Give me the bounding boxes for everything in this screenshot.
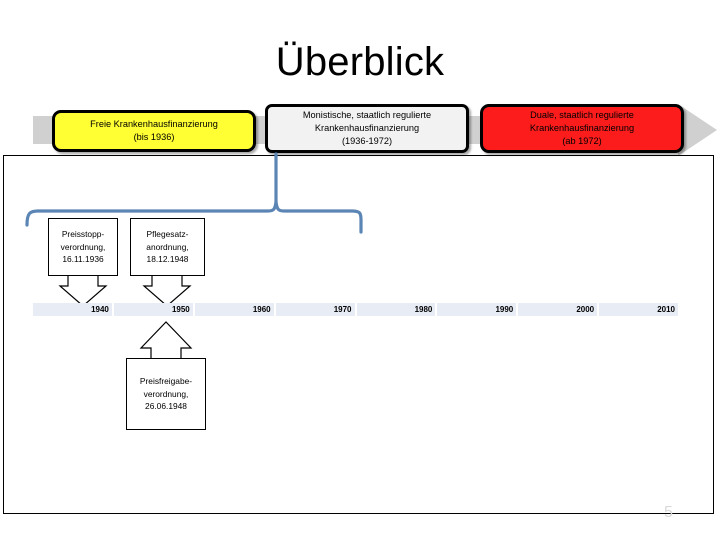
callout-preisstopp-line3: 16.11.1936 xyxy=(62,254,104,265)
phase-free-line1: Freie Krankenhausfinanzierung xyxy=(90,119,218,129)
callout-pflegesatzanordnung[interactable]: Pflegesatz- anordnung, 18.12.1948 xyxy=(130,218,205,307)
page-number: 5 xyxy=(664,504,673,521)
phase-box-monistic-text: Monistische, staatlich regulierte Kranke… xyxy=(303,109,431,148)
timeline-tick-1990: 1990 xyxy=(437,303,517,316)
phase-monistic-line2: Krankenhausfinanzierung xyxy=(314,123,420,133)
callout-preisfreigabe-body: Preisfreigabe- verordnung, 26.06.1948 xyxy=(126,358,206,430)
timeline-axis: 1940 1950 1960 1970 1980 1990 2000 2010 xyxy=(33,303,678,316)
callout-preisfreigabe-line3: 26.06.1948 xyxy=(145,401,187,412)
callout-pflegesatz-line1: Pflegesatz- xyxy=(146,229,189,240)
phase-box-free-krankenhausfinanzierung[interactable]: Freie Krankenhausfinanzierung (bis 1936) xyxy=(52,110,256,152)
page-title: Überblick xyxy=(275,40,445,84)
content-frame xyxy=(3,155,714,514)
timeline-tick-2000: 2000 xyxy=(518,303,598,316)
callout-preisfreigabeverordnung[interactable]: Preisfreigabe- verordnung, 26.06.1948 xyxy=(126,321,206,430)
callout-preisstopp-line2: verordnung, xyxy=(60,241,106,252)
phase-box-monistische-finanzierung[interactable]: Monistische, staatlich regulierte Kranke… xyxy=(265,104,469,153)
callout-preisfreigabe-line1: Preisfreigabe- xyxy=(139,376,193,387)
callout-preisfreigabe-line2: verordnung, xyxy=(143,388,189,399)
timeline-tick-1950: 1950 xyxy=(113,303,193,316)
timeline-tick-1960: 1960 xyxy=(194,303,274,316)
callout-preisstoppverordnung[interactable]: Preisstopp- verordnung, 16.11.1936 xyxy=(48,218,118,307)
callout-pflegesatz-body: Pflegesatz- anordnung, 18.12.1948 xyxy=(130,218,205,276)
timeline-tick-1970: 1970 xyxy=(275,303,355,316)
phase-monistic-line1: Monistische, staatlich regulierte xyxy=(302,110,432,120)
callout-preisfreigabe-text: Preisfreigabe- verordnung, 26.06.1948 xyxy=(140,375,192,413)
phase-box-dual-text: Duale, staatlich regulierte Krankenhausf… xyxy=(530,109,634,148)
phase-monistic-line3: (1936-1972) xyxy=(341,136,393,146)
callout-pflegesatz-text: Pflegesatz- anordnung, 18.12.1948 xyxy=(146,228,188,266)
timeline-tick-1980: 1980 xyxy=(356,303,436,316)
phase-free-line2: (bis 1936) xyxy=(133,132,175,142)
callout-preisstopp-body: Preisstopp- verordnung, 16.11.1936 xyxy=(48,218,118,276)
timeline-tick-2010: 2010 xyxy=(599,303,678,316)
phase-dual-line3: (ab 1972) xyxy=(562,136,602,146)
callout-preisfreigabe-tail xyxy=(139,321,193,360)
timeline-tick-1940: 1940 xyxy=(33,303,112,316)
callout-preisstopp-text: Preisstopp- verordnung, 16.11.1936 xyxy=(61,228,106,266)
callout-pflegesatz-line3: 18.12.1948 xyxy=(146,254,189,265)
phase-dual-line2: Krankenhausfinanzierung xyxy=(529,123,635,133)
callout-pflegesatz-line2: anordnung, xyxy=(146,241,189,252)
phase-box-duale-finanzierung[interactable]: Duale, staatlich regulierte Krankenhausf… xyxy=(480,104,684,153)
phase-dual-line1: Duale, staatlich regulierte xyxy=(530,110,634,120)
callout-preisstopp-line1: Preisstopp- xyxy=(61,229,105,240)
phase-box-free-text: Freie Krankenhausfinanzierung (bis 1936) xyxy=(90,118,218,144)
